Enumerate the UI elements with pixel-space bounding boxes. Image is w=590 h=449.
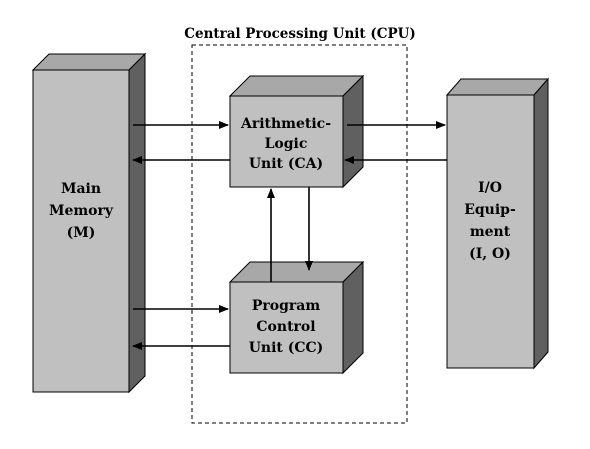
main-memory-label-line-2: Memory bbox=[49, 203, 114, 219]
main-memory-label-line-1: Main bbox=[61, 181, 101, 197]
main-memory-front-face bbox=[32, 69, 130, 393]
alu-label-line-1: Arithmetic- bbox=[240, 116, 331, 132]
alu-block: Arithmetic- Logic Unit (CA) bbox=[228, 74, 365, 189]
cpu-boundary: Central Processing Unit (CPU) bbox=[184, 26, 416, 424]
connection-arrows bbox=[132, 121, 447, 350]
pcu-label-line-3: Unit (CC) bbox=[249, 340, 324, 356]
alu-label-line-3: Unit (CA) bbox=[249, 156, 323, 172]
main-memory-top-face bbox=[31, 53, 147, 71]
io-equipment-block: I/O Equip- ment (I, O) bbox=[445, 77, 550, 370]
alu-front-face bbox=[229, 95, 344, 188]
pcu-label-line-1: Program bbox=[252, 298, 320, 314]
alu-top-face bbox=[228, 75, 365, 97]
alu-side-face bbox=[342, 74, 364, 189]
io-label-line-3: ment bbox=[470, 224, 511, 240]
pcu-block: Program Control Unit (CC) bbox=[228, 260, 365, 375]
io-label-line-4: (I, O) bbox=[469, 246, 511, 262]
pcu-front-face bbox=[229, 281, 344, 374]
io-front-face bbox=[446, 94, 535, 369]
main-memory-label-line-3: (M) bbox=[67, 225, 96, 241]
cpu-boundary-title: Central Processing Unit (CPU) bbox=[184, 26, 416, 42]
io-top-face bbox=[445, 78, 550, 96]
io-label-line-1: I/O bbox=[478, 180, 502, 196]
io-side-face bbox=[533, 77, 549, 370]
pcu-top-face bbox=[228, 261, 365, 283]
main-memory-side-face bbox=[128, 52, 146, 394]
alu-label-line-2: Logic bbox=[265, 136, 308, 152]
pcu-side-face bbox=[342, 260, 364, 375]
pcu-label-line-2: Control bbox=[256, 319, 315, 335]
main-memory-block: Main Memory (M) bbox=[31, 52, 147, 394]
cpu-boundary-rect bbox=[191, 44, 408, 424]
io-label-line-2: Equip- bbox=[464, 202, 516, 218]
